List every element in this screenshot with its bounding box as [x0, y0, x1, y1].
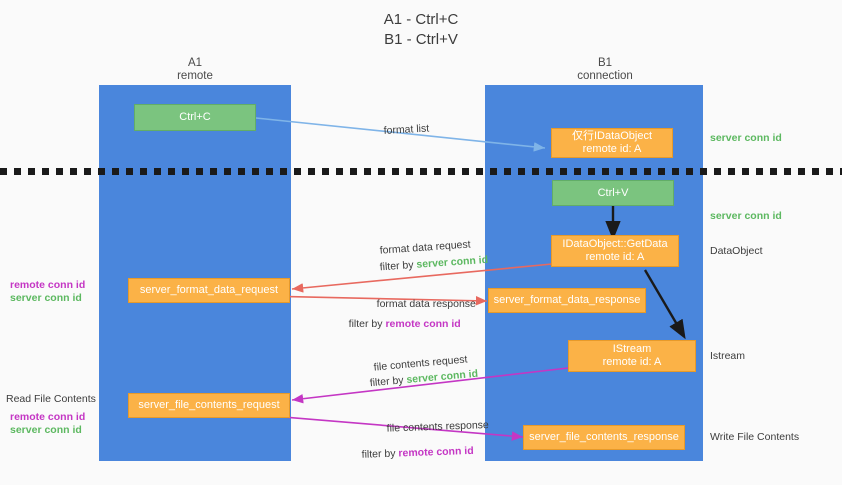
edge-label-format-data-response: format data response: [365, 285, 476, 324]
node-getdata-line1: IDataObject::GetData: [562, 238, 668, 250]
node-format-data-response-label: server_format_data_response: [493, 294, 641, 306]
filter-key-server-conn-id: server conn id: [416, 253, 489, 271]
page-title: A1 - Ctrl+C B1 - Ctrl+V: [383, 11, 459, 48]
divider-dashed-line: [0, 168, 842, 175]
node-file-contents-response-label: server_file_contents_response: [529, 431, 679, 443]
node-idataobject-line2: remote id: A: [582, 143, 642, 155]
annotation-remote-conn-id-1: remote conn id: [10, 279, 86, 291]
filter-prefix: filter by: [369, 374, 407, 390]
edge-label-format-data-response-filter: filter by remote conn id: [337, 305, 461, 344]
node-istream-line1: IStream: [612, 343, 652, 355]
node-ctrl-c-line1: Ctrl+C: [179, 111, 211, 123]
node-istream-line2: remote id: A: [602, 356, 662, 368]
node-server-format-data-response[interactable]: server_format_data_response: [488, 288, 646, 313]
node-ctrl-v[interactable]: Ctrl+V: [552, 180, 674, 206]
annotation-server-conn-id-mid: server conn id: [710, 210, 782, 222]
annotation-remote-conn-id-2: remote conn id: [10, 411, 86, 423]
node-format-data-request-label: server_format_data_request: [139, 284, 279, 296]
lane-b1-sub: connection: [577, 70, 633, 82]
edge-label-format-data-request-filter: filter by server conn id: [367, 241, 490, 288]
node-idataobject[interactable]: 仅行IDataObject remote id: A: [551, 128, 673, 158]
annotation-istream: Istream: [710, 350, 746, 362]
filter-prefix: filter by: [348, 318, 386, 330]
edge-label-format-list: format list: [371, 110, 430, 152]
filter-key-remote-conn-id: remote conn id: [398, 444, 474, 460]
annotation-read-file-contents: Read File Contents: [6, 393, 96, 405]
node-ctrl-c[interactable]: Ctrl+C: [134, 104, 256, 131]
node-file-contents-request-label: server_file_contents_request: [138, 399, 280, 411]
node-server-format-data-request[interactable]: server_format_data_request: [128, 278, 290, 303]
filter-key-server-conn-id: server conn id: [405, 367, 479, 386]
lane-a1-sub: remote: [177, 70, 213, 82]
filter-key-remote-conn-id: remote conn id: [385, 318, 461, 330]
annotation-server-conn-id-2: server conn id: [10, 424, 82, 436]
node-server-file-contents-response[interactable]: server_file_contents_response: [523, 425, 685, 450]
edge-label-file-contents-response-filter: filter by remote conn id: [349, 432, 474, 475]
node-ctrl-v-line1: Ctrl+V: [597, 186, 629, 199]
lane-a1-name: A1: [187, 57, 203, 69]
edge-label-format-data-response-text: format data response: [376, 298, 476, 310]
lane-header-a1: A1 remote: [140, 57, 250, 83]
lane-b1-name: B1: [597, 57, 613, 69]
lane-header-b1: B1 connection: [540, 57, 670, 83]
node-istream[interactable]: IStream remote id: A: [568, 340, 696, 372]
annotation-write-file-contents: Write File Contents: [710, 431, 800, 443]
node-idataobject-getdata[interactable]: IDataObject::GetData remote id: A: [551, 235, 679, 267]
node-server-file-contents-request[interactable]: server_file_contents_request: [128, 393, 290, 418]
annotation-server-conn-id-top: server conn id: [710, 132, 782, 144]
filter-prefix: filter by: [361, 447, 399, 461]
edge-label-format-list-text: format list: [383, 122, 430, 137]
annotation-server-conn-id-1: server conn id: [10, 292, 82, 304]
filter-prefix: filter by: [379, 258, 417, 274]
node-idataobject-line1: 仅行IDataObject: [571, 130, 653, 142]
node-getdata-line2: remote id: A: [585, 251, 645, 263]
annotation-dataobject: DataObject: [710, 245, 763, 257]
